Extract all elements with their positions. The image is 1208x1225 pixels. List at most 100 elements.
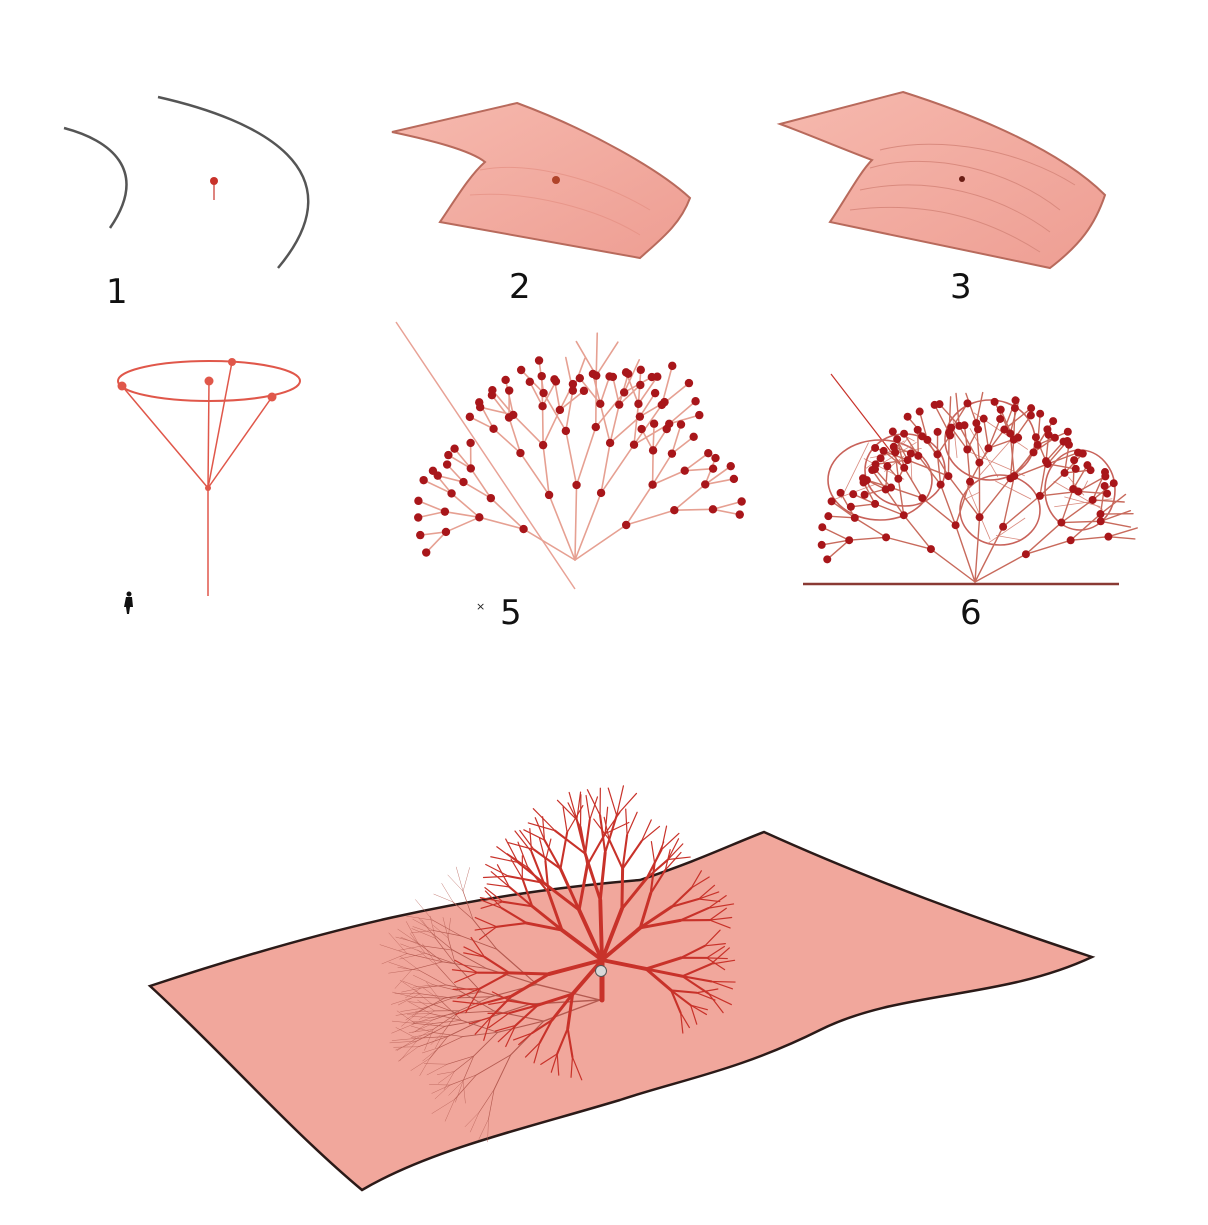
branch [956, 525, 975, 582]
tree-node [414, 513, 422, 521]
tree-node [467, 464, 475, 472]
branch [904, 515, 931, 549]
branch [966, 393, 976, 423]
tree-node [1069, 485, 1077, 493]
step-label-2: 2 [509, 270, 531, 304]
tree-node [569, 386, 577, 394]
tree-node [1032, 433, 1040, 441]
branch [707, 958, 728, 959]
tree-node [907, 449, 915, 457]
step-6-enveloped-tree [803, 374, 1137, 584]
tree-node [828, 497, 836, 505]
branch [655, 842, 664, 863]
tree-node [539, 441, 547, 449]
tree-node [1089, 496, 1097, 504]
tree-node [489, 425, 497, 433]
tree-node [1064, 428, 1072, 436]
tree-node [882, 533, 890, 541]
branch [651, 842, 654, 864]
tree-node [975, 459, 983, 467]
tree-node [1061, 469, 1069, 477]
tree-node [966, 478, 974, 486]
branch [600, 900, 602, 960]
tree-node [545, 491, 553, 499]
tree-node [963, 446, 971, 454]
branch [1014, 408, 1015, 440]
tree-node [709, 505, 717, 513]
branch [587, 834, 605, 865]
tree-node [622, 521, 630, 529]
tree-node [505, 386, 513, 394]
tree-node [916, 408, 924, 416]
tree-node [1036, 410, 1044, 418]
final-surface-with-tree [150, 786, 1092, 1190]
tree-node [980, 415, 988, 423]
human-scale-figure [124, 592, 133, 615]
tree-node [1045, 431, 1053, 439]
branch [918, 456, 940, 485]
tree-node [1049, 417, 1057, 425]
tree-node [488, 391, 496, 399]
tree-node [630, 441, 638, 449]
tree-node [1029, 448, 1037, 456]
tree-node [900, 511, 908, 519]
tree-node [1010, 472, 1018, 480]
tree-node [475, 398, 483, 406]
branch [1071, 537, 1109, 541]
surface-sheet [392, 103, 690, 258]
branch [600, 404, 610, 443]
tree-node [649, 446, 657, 454]
tree-node [636, 412, 644, 420]
tree-node [416, 531, 424, 539]
tree-node [429, 467, 437, 475]
branch [446, 517, 479, 532]
tree-node [691, 397, 699, 405]
step-5-branching-tree [396, 322, 746, 589]
tree-node [1034, 441, 1042, 449]
branch [967, 450, 970, 482]
tree-node [668, 449, 676, 457]
outer-curve [158, 97, 308, 268]
tree-node [589, 370, 597, 378]
tree-node [999, 523, 1007, 531]
tree-node [539, 389, 547, 397]
branch [1101, 521, 1131, 527]
branch [596, 392, 624, 427]
step-label-5: 5 [500, 596, 522, 630]
tree-node [650, 420, 658, 428]
tree-node [918, 494, 926, 502]
tree-node [927, 545, 935, 553]
branch [486, 865, 509, 877]
branch [613, 377, 619, 405]
tree-node [517, 366, 525, 374]
branch [506, 839, 518, 862]
tree-node [576, 374, 584, 382]
tree-node [880, 447, 888, 455]
branch [849, 537, 886, 540]
step-4-cone [118, 358, 301, 614]
tree-node [1036, 492, 1044, 500]
step-label-3: 3 [950, 270, 972, 304]
tree-node [516, 449, 524, 457]
branch [418, 501, 444, 512]
branch [975, 517, 980, 582]
step-1-boundary-curves [64, 97, 308, 268]
tree-node [634, 400, 642, 408]
branch [1026, 540, 1071, 554]
tree-node [538, 372, 546, 380]
tree-node [952, 521, 960, 529]
tree-node [984, 444, 992, 452]
branch [543, 406, 544, 445]
branch [471, 468, 491, 498]
tree-node [883, 462, 891, 470]
seed-point [552, 176, 560, 184]
tree-node [1083, 461, 1091, 469]
step-2-surface [392, 103, 690, 258]
tree-node [592, 423, 600, 431]
branch [627, 812, 637, 835]
tree-node [668, 362, 676, 370]
branch [575, 525, 626, 560]
branch [610, 405, 619, 443]
branch [711, 981, 735, 982]
